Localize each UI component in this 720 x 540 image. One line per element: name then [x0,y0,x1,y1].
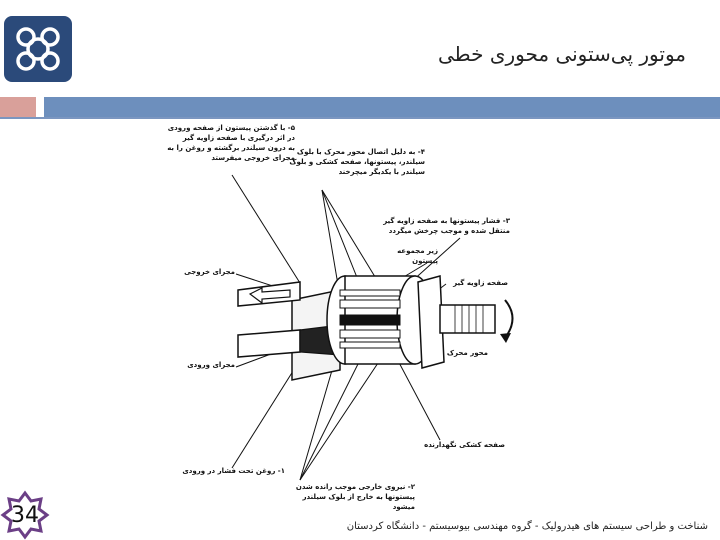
label-step2: ۲- نیروی خارجی موجب رانده شدن پیستونها ب… [296,482,415,512]
label-step3: ۳- فشار پیستونها به صفحه زاویه گیر منتقل… [383,216,510,236]
label-swash-plate: صفحه زاویه گیر [453,278,508,288]
label-step1: ۱- روغن تحت فشار در ورودی [182,466,285,476]
label-inlet: مجرای ورودی [187,360,235,370]
label-shoe-plate: صفحه کشکی نگهدارنده [424,440,505,450]
label-piston-assembly: زیر مجموعه پیستون [397,246,438,266]
footer-text: شناخت و طراحی سیستم های هیدرولیک - گروه … [347,521,708,532]
label-step4: ۴- به دلیل اتصال محور محرک با بلوک سیلند… [289,147,425,177]
label-step5: ۵- با گذشتن پیستون از صفحه ورودی در اثر … [167,123,295,163]
label-outlet: مجرای خروجی [184,267,235,277]
page-number: 34 [0,503,50,528]
label-drive-shaft: محور محرک [447,348,488,358]
